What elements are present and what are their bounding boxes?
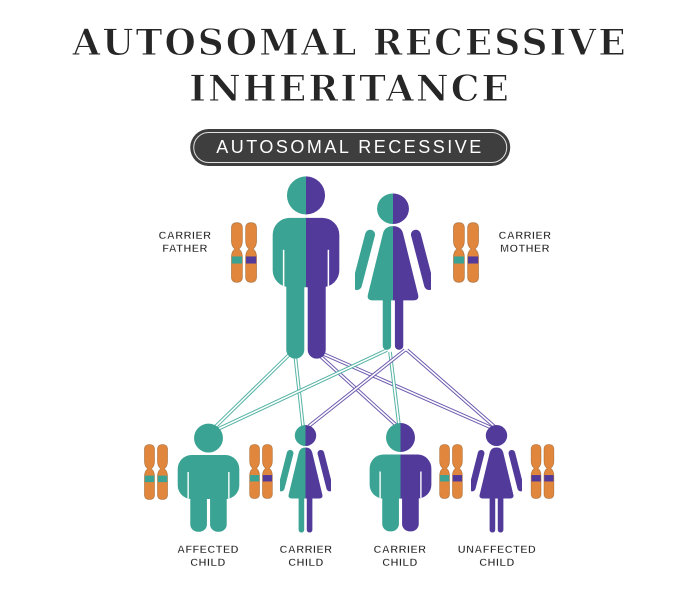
- carrier-child-1-label-line1: CARRIER: [279, 544, 333, 556]
- carrier-child-2-label: CARRIER CHILD: [350, 544, 450, 569]
- title-line-1: AUTOSOMAL RECESSIVE: [72, 22, 628, 65]
- carrier-child-2-chromosome-pair: [439, 444, 463, 499]
- carrier-child-1-label: CARRIER CHILD: [256, 544, 356, 569]
- carrier-mother-figure: [355, 192, 431, 352]
- mother-chromosome-pair: [453, 222, 479, 283]
- carrier-child-2-figure: [369, 422, 432, 533]
- unaffected-child-label-line1: UNAFFECTED: [457, 544, 537, 556]
- affected-child-label-line2: CHILD: [190, 556, 226, 569]
- badge-label: AUTOSOMAL RECESSIVE: [216, 137, 484, 157]
- carrier-child-2-label-line2: CHILD: [382, 556, 418, 569]
- page-title: AUTOSOMAL RECESSIVE INHERITANCE: [0, 20, 700, 112]
- title-line-2: INHERITANCE: [189, 68, 511, 111]
- carrier-father-label: CARRIER FATHER: [146, 230, 224, 255]
- affected-child-chromosome-pair: [144, 444, 168, 500]
- carrier-father-label-line1: CARRIER: [158, 230, 212, 242]
- carrier-father-label-line2: FATHER: [162, 242, 208, 255]
- unaffected-child-label-line2: CHILD: [479, 556, 515, 569]
- father-chromosome-pair: [231, 222, 257, 283]
- carrier-mother-label-line2: MOTHER: [499, 242, 551, 255]
- unaffected-child-chromosome-pair: [530, 444, 555, 499]
- carrier-child-1-figure: [280, 424, 331, 534]
- affected-child-label-line1: AFFECTED: [177, 544, 239, 556]
- affected-child-figure: [177, 423, 240, 533]
- carrier-child-2-label-line1: CARRIER: [373, 544, 427, 556]
- carrier-mother-label-line1: CARRIER: [498, 230, 552, 242]
- carrier-mother-label: CARRIER MOTHER: [486, 230, 564, 255]
- unaffected-child-figure: [471, 424, 522, 534]
- autosomal-recessive-badge: AUTOSOMAL RECESSIVE: [190, 129, 510, 166]
- affected-child-label: AFFECTED CHILD: [158, 544, 258, 569]
- carrier-father-figure: [272, 175, 340, 360]
- carrier-child-1-label-line2: CHILD: [288, 556, 324, 569]
- carrier-child-1-chromosome-pair: [249, 444, 273, 499]
- unaffected-child-label: UNAFFECTED CHILD: [444, 544, 550, 569]
